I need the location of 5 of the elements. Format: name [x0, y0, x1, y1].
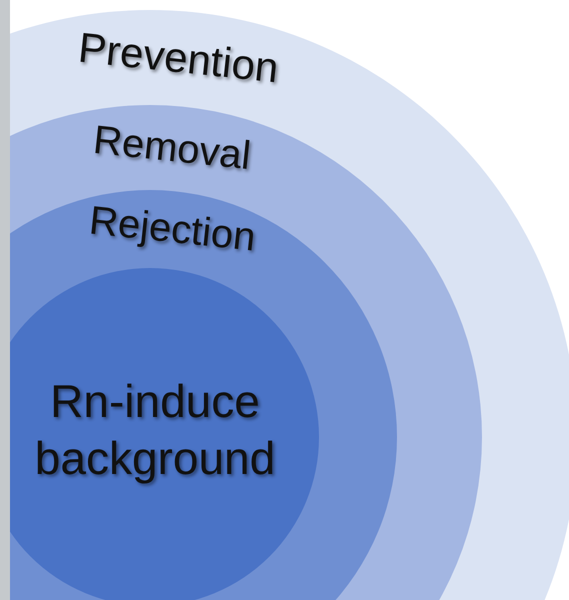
ring-label: Removal	[91, 117, 253, 179]
ring-label: Prevention	[76, 24, 280, 92]
ring-label: Rejection	[86, 198, 258, 260]
circle-label: Rn-induce background	[34, 374, 276, 486]
circle	[10, 10, 569, 600]
